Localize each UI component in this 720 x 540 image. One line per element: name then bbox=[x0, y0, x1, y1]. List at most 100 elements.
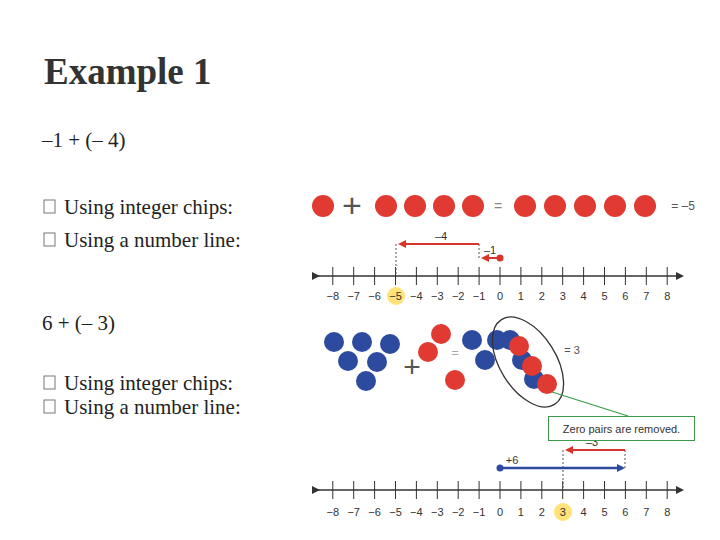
red-chip bbox=[445, 370, 465, 390]
red-chip bbox=[522, 356, 542, 376]
tick bbox=[458, 267, 459, 285]
jump-label: +6 bbox=[506, 455, 519, 466]
tick bbox=[604, 481, 605, 499]
bullet bbox=[44, 200, 55, 213]
tick bbox=[541, 481, 542, 499]
zero-pair-ellipse bbox=[478, 305, 578, 419]
tick-label: −1 bbox=[473, 507, 486, 518]
tick-label: 5 bbox=[601, 507, 607, 518]
equals-sign: = bbox=[451, 346, 459, 359]
red-chip bbox=[537, 374, 557, 394]
red-chip bbox=[514, 195, 536, 217]
tick-label: −7 bbox=[347, 507, 360, 518]
tick-label: −6 bbox=[368, 507, 381, 518]
result-text: = 3 bbox=[564, 345, 580, 356]
tick bbox=[479, 481, 480, 499]
tick-label: 1 bbox=[518, 507, 524, 518]
tick-label: −8 bbox=[327, 507, 340, 518]
red-chip bbox=[431, 324, 451, 344]
tick bbox=[500, 267, 501, 285]
tick-label: −5 bbox=[389, 291, 402, 302]
slide-title: Example 1 bbox=[44, 50, 212, 93]
tick-label: 7 bbox=[643, 291, 649, 302]
red-chip bbox=[634, 195, 656, 217]
tick bbox=[374, 481, 375, 499]
tick bbox=[520, 267, 521, 285]
blue-chip bbox=[356, 371, 376, 391]
blue-chip bbox=[475, 350, 495, 370]
blue-chip bbox=[380, 334, 400, 354]
tick-label: 6 bbox=[622, 291, 628, 302]
answer-highlight bbox=[387, 287, 405, 305]
blue-chip bbox=[324, 332, 344, 352]
tick-label: −8 bbox=[327, 291, 340, 302]
start-dot bbox=[497, 465, 504, 472]
plus-sign: + bbox=[403, 352, 421, 382]
plus-sign: + bbox=[342, 188, 362, 222]
start-dot bbox=[497, 255, 504, 262]
red-chip bbox=[509, 336, 529, 356]
tick-label: −4 bbox=[410, 291, 423, 302]
method-text: Using integer chips: bbox=[64, 197, 233, 218]
answer-highlight bbox=[554, 503, 572, 521]
jump-arrow bbox=[400, 243, 479, 245]
red-chips bbox=[312, 195, 656, 217]
tick-label: 3 bbox=[560, 507, 566, 518]
red-chip bbox=[574, 195, 596, 217]
tick bbox=[479, 267, 480, 285]
tick bbox=[583, 267, 584, 285]
dotted-guide bbox=[396, 244, 397, 276]
tick bbox=[625, 481, 626, 499]
blue-chip bbox=[338, 351, 358, 371]
tick bbox=[604, 267, 605, 285]
tick-label: −2 bbox=[452, 507, 465, 518]
dotted-guide bbox=[479, 244, 480, 258]
expression: 6 + (– 3) bbox=[42, 313, 115, 334]
red-chips bbox=[418, 324, 557, 394]
tick bbox=[458, 481, 459, 499]
tick bbox=[416, 267, 417, 285]
callout-text: Zero pairs are removed. bbox=[563, 423, 680, 435]
callout-box: Zero pairs are removed. bbox=[548, 416, 695, 441]
tick bbox=[667, 267, 668, 285]
tick-label: −4 bbox=[410, 507, 423, 518]
tick-label: 8 bbox=[664, 507, 670, 518]
red-chip bbox=[462, 195, 484, 217]
tick bbox=[395, 481, 396, 499]
blue-chip bbox=[367, 352, 387, 372]
tick bbox=[437, 267, 438, 285]
bullet bbox=[44, 233, 55, 246]
tick bbox=[500, 481, 501, 499]
tick bbox=[332, 481, 333, 499]
jump-label: –4 bbox=[435, 231, 447, 242]
tick bbox=[583, 481, 584, 499]
red-chip bbox=[312, 195, 334, 217]
tick bbox=[625, 267, 626, 285]
tick-marks bbox=[333, 481, 667, 499]
tick bbox=[520, 481, 521, 499]
tick bbox=[332, 267, 333, 285]
tick bbox=[646, 267, 647, 285]
tick bbox=[374, 267, 375, 285]
jump-arrow bbox=[500, 467, 623, 470]
method-text: Using a number line: bbox=[64, 230, 241, 251]
tick-label: 0 bbox=[497, 507, 503, 518]
expression: –1 + (– 4) bbox=[42, 130, 126, 151]
tick-label: 3 bbox=[560, 291, 566, 302]
tick-label: 7 bbox=[643, 507, 649, 518]
dotted-guide bbox=[563, 450, 564, 490]
bullet bbox=[44, 400, 55, 413]
tick-label: 5 bbox=[601, 291, 607, 302]
tick bbox=[416, 481, 417, 499]
red-chip bbox=[404, 195, 426, 217]
tick-label: 6 bbox=[622, 507, 628, 518]
blue-chip bbox=[462, 330, 482, 350]
tick-label: 0 bbox=[497, 291, 503, 302]
tick-label: −1 bbox=[473, 291, 486, 302]
tick bbox=[646, 481, 647, 499]
tick-label: 1 bbox=[518, 291, 524, 302]
red-chip bbox=[418, 342, 438, 362]
tick-label: −2 bbox=[452, 291, 465, 302]
dotted-guide bbox=[625, 450, 626, 468]
